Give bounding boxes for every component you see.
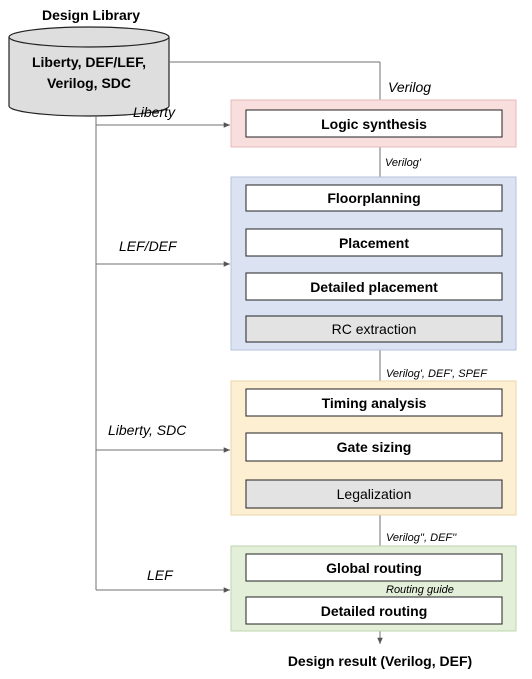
step-rc-extraction: RC extraction [245, 315, 503, 343]
step-logic-synthesis-label: Logic synthesis [321, 116, 427, 132]
input-label-liberty: Liberty [133, 104, 176, 120]
step-detailed-placement-label: Detailed placement [310, 279, 438, 295]
flow-label-verilog-prime: Verilog' [385, 157, 422, 169]
input-label-lef-def: LEF/DEF [119, 238, 178, 254]
step-detailed-placement: Detailed placement [245, 272, 503, 301]
step-rc-extraction-label: RC extraction [332, 321, 417, 337]
step-gate-sizing-label: Gate sizing [337, 439, 412, 455]
step-detailed-routing-label: Detailed routing [321, 603, 428, 619]
flow-label-verilog-def-spef: Verilog', DEF', SPEF [386, 368, 488, 380]
step-global-routing: Global routing [245, 553, 503, 582]
step-placement-label: Placement [339, 235, 409, 251]
step-legalization: Legalization [245, 479, 503, 509]
step-global-routing-label: Global routing [326, 560, 422, 576]
library-formats-line2: Verilog, SDC [47, 75, 131, 91]
step-timing-analysis: Timing analysis [245, 388, 503, 417]
step-timing-analysis-label: Timing analysis [322, 395, 427, 411]
input-label-lef: LEF [147, 567, 174, 583]
step-detailed-routing: Detailed routing [245, 596, 503, 625]
step-legalization-label: Legalization [337, 486, 412, 502]
step-logic-synthesis: Logic synthesis [245, 109, 503, 138]
database-cylinder: Liberty, DEF/LEF, Verilog, SDC [8, 26, 170, 117]
library-title: Design Library [42, 7, 140, 23]
input-label-liberty-sdc: Liberty, SDC [108, 422, 187, 438]
input-label-verilog: Verilog [388, 79, 431, 95]
library-formats-line1: Liberty, DEF/LEF, [32, 54, 146, 70]
step-gate-sizing: Gate sizing [245, 432, 503, 462]
step-placement: Placement [245, 228, 503, 257]
flow-label-routing-guide: Routing guide [386, 584, 454, 596]
flow-label-verilog-def-double-prime: Verilog'', DEF'' [386, 532, 457, 544]
design-result: Design result (Verilog, DEF) [288, 653, 472, 669]
step-floorplanning-label: Floorplanning [327, 190, 420, 206]
step-floorplanning: Floorplanning [245, 184, 503, 212]
